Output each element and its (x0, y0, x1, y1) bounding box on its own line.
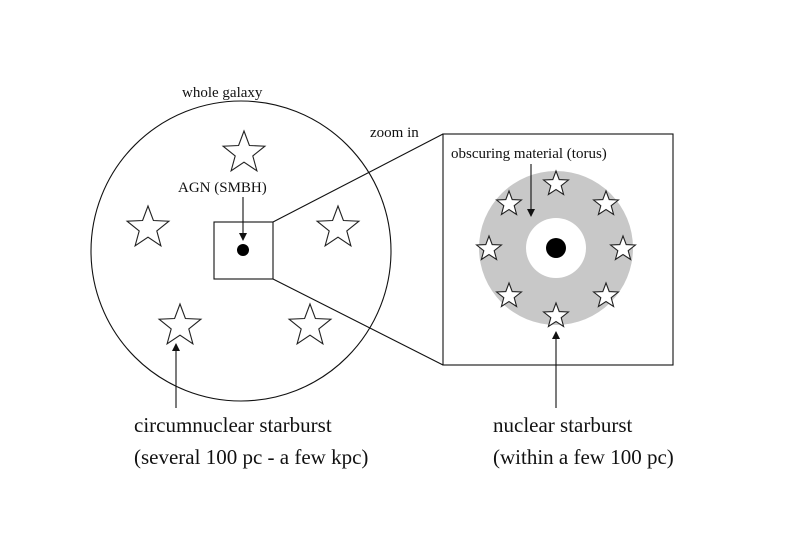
circumnuclear-title: circumnuclear starburst (134, 413, 332, 437)
star-icon (609, 234, 637, 261)
nuclear-scale: (within a few 100 pc) (493, 445, 674, 469)
zoom-connector-bottom (272, 278, 444, 366)
star-icon (287, 302, 333, 346)
star-icon (157, 302, 203, 346)
obscuring-material-label: obscuring material (torus) (451, 146, 607, 162)
star-icon (542, 169, 570, 196)
star-icon (495, 281, 523, 308)
star-icon (221, 129, 267, 173)
star-icon (495, 189, 523, 216)
nuclear-title: nuclear starburst (493, 413, 633, 437)
star-icon (315, 204, 361, 248)
zoom-connector-top (272, 133, 444, 223)
agn-dot (237, 244, 249, 256)
nucleus-dot (546, 238, 566, 258)
star-icon (125, 204, 171, 248)
star-icon (475, 234, 503, 261)
star-icon (542, 301, 570, 328)
zoom-in-label: zoom in (370, 125, 419, 141)
zoomed-box (442, 133, 674, 366)
circumnuclear-scale: (several 100 pc - a few kpc) (134, 445, 368, 469)
whole-galaxy-label: whole galaxy (182, 85, 263, 101)
nuclear-stars (475, 169, 637, 328)
star-icon (592, 189, 620, 216)
galaxy-circle (90, 100, 392, 402)
star-icon (592, 281, 620, 308)
agn-label: AGN (SMBH) (178, 180, 267, 196)
circumnuclear-stars (125, 129, 361, 346)
